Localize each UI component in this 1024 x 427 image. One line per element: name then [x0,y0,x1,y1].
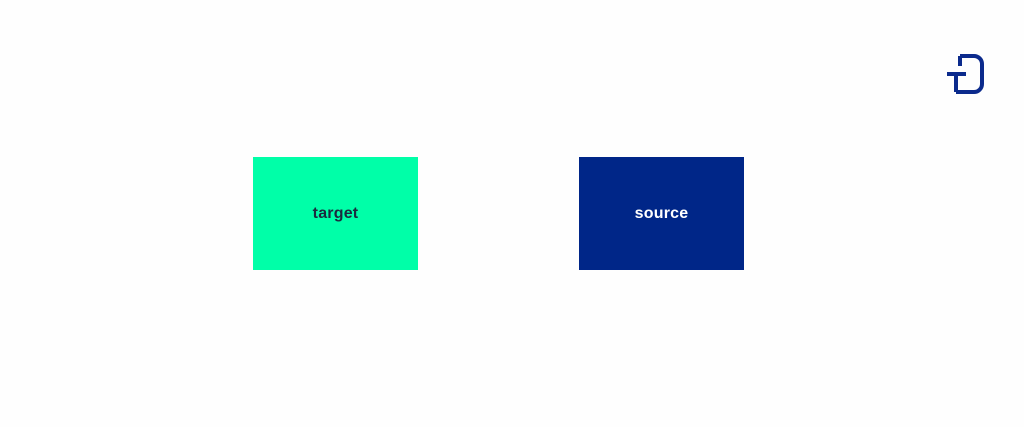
drop-target-box[interactable]: target [253,157,418,270]
drag-source-box[interactable]: source [579,157,744,270]
source-label: source [634,204,689,222]
target-label: target [312,204,359,222]
brand-logo-icon [944,52,986,96]
